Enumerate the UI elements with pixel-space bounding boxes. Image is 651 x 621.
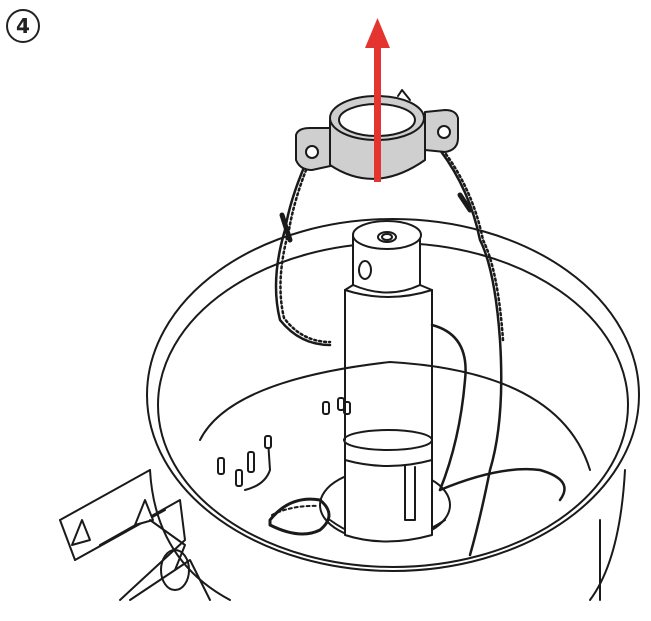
safety-cable-icon — [274, 148, 566, 557]
step-number: 4 — [16, 14, 30, 38]
step-number-icon: 4 — [6, 9, 40, 43]
lift-arrow-icon — [365, 18, 390, 182]
cable-loop-icon — [268, 497, 331, 536]
terminal-pins-icon — [217, 397, 351, 491]
mounting-arm-icon — [59, 469, 211, 601]
center-post-icon — [343, 220, 433, 543]
